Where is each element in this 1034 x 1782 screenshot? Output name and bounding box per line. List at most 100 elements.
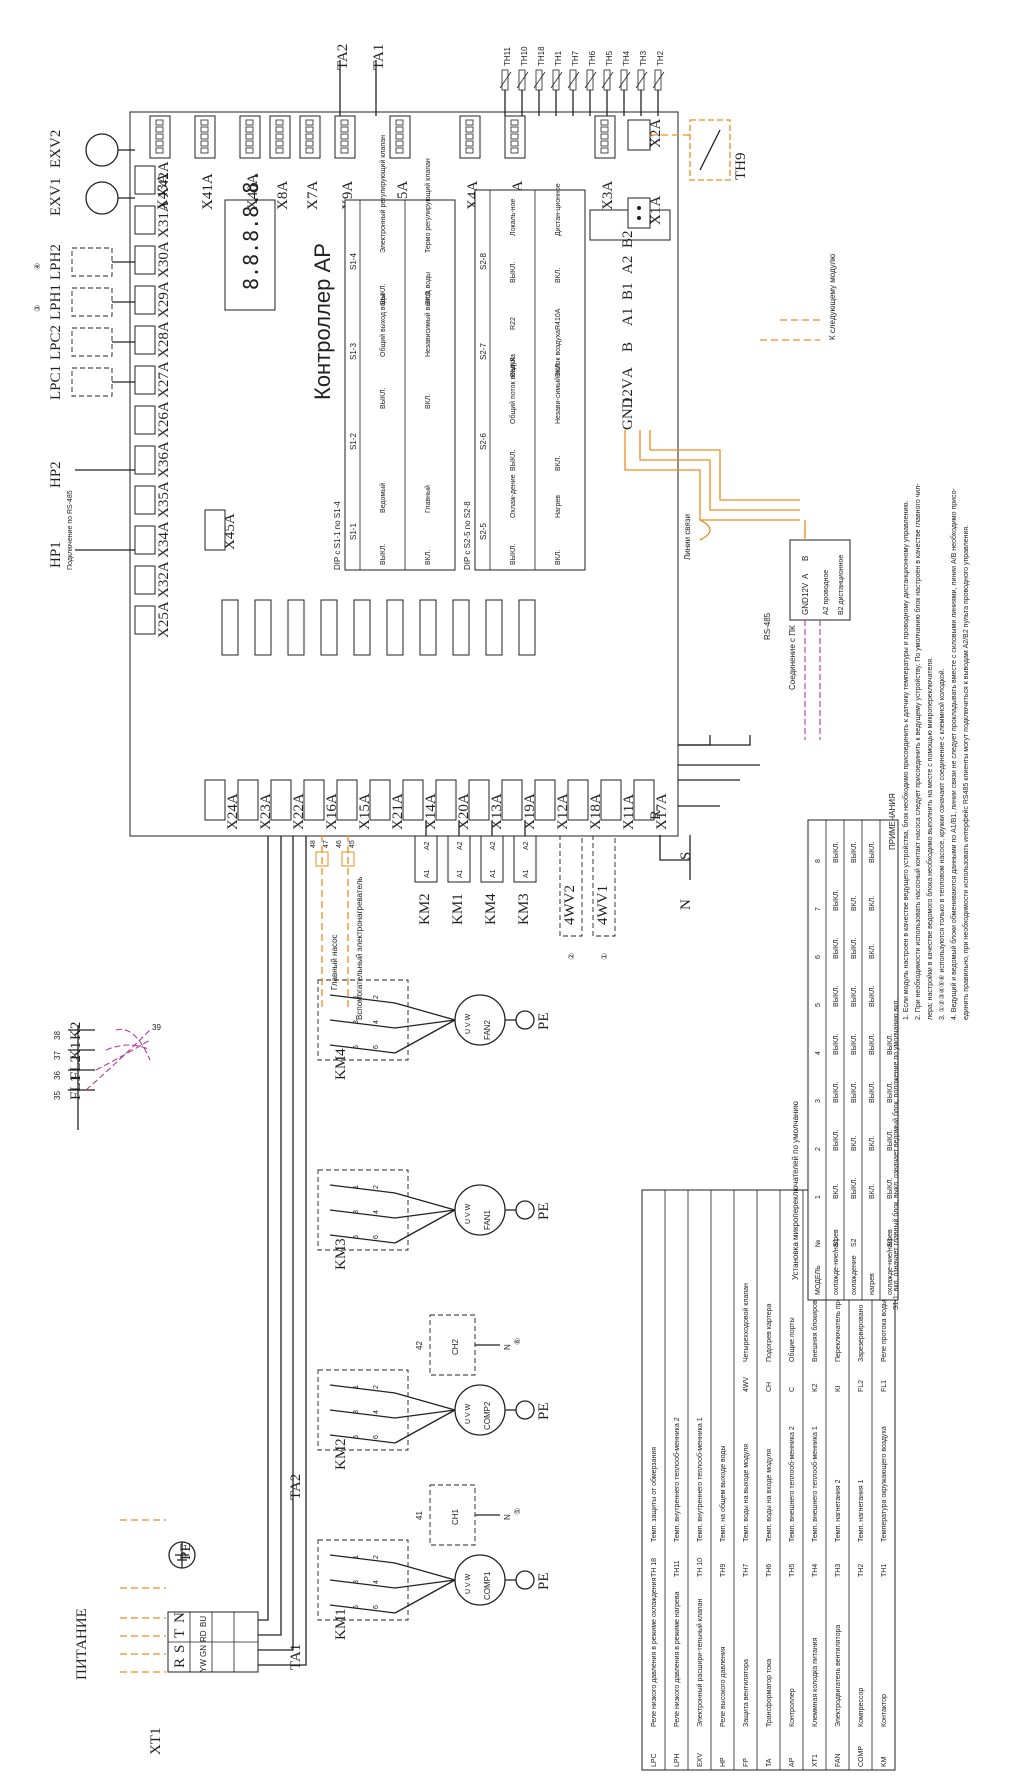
ch-label-ch1: CH1 <box>451 1508 460 1525</box>
dip-default-cell: ВКЛ. <box>869 944 876 959</box>
dip-default-title: Установка микропереключателей по умолчан… <box>791 1101 800 1280</box>
dip-default-cell: ВЫКЛ. <box>887 1129 894 1151</box>
contact-num: 5 <box>353 1605 360 1609</box>
dip1-cell: Главный <box>424 485 432 513</box>
comm-terminal-a1: A1 <box>620 308 636 326</box>
s-label: S <box>678 852 694 860</box>
connector-label-x32a: X32A <box>156 561 172 598</box>
motor-label-comp2: COMP2 <box>483 1401 492 1430</box>
legend-cell: Четырехходовой клапан <box>742 1283 750 1362</box>
power-wire-bu: BU <box>199 1616 208 1627</box>
connector-x42a <box>134 165 156 195</box>
dip2-cell: Дистан-ционное <box>555 183 562 236</box>
legend-cell: Темп. внешнего теплооб-менника 1 <box>811 1426 819 1542</box>
motor-label-fan2: FAN2 <box>483 1019 492 1040</box>
relay-slot <box>518 599 536 656</box>
dip2-cell: R22 <box>510 317 517 330</box>
pressure-switch-lph1 <box>71 287 113 317</box>
ch-num: 42 <box>415 1341 424 1350</box>
exv-icon <box>85 181 119 215</box>
connector-label-x8a: X8A <box>275 181 291 210</box>
relay-slot <box>320 599 338 656</box>
comm-terminal-a2: A2 <box>620 256 636 274</box>
dip-default-cell: охлажде-ние/нагрев <box>833 1229 840 1295</box>
dip-default-cell: S2 <box>851 1238 858 1247</box>
connector-label-x42a: X42A <box>156 161 172 198</box>
dip2-cell: ВЫКЛ. <box>510 449 517 471</box>
pressure-label-lpc1: LPC1 <box>48 365 64 400</box>
relay-label-km4: KM4 <box>483 893 499 925</box>
connector-label-x27a: X27A <box>156 361 172 398</box>
dip2-cell: ВКЛ. <box>555 550 562 565</box>
hp-label-hp2: HP2 <box>48 461 64 488</box>
dip-default-cell: ВЫКЛ. <box>887 1177 894 1199</box>
connector-label-x13a: X13A <box>489 793 505 830</box>
dip1-cell: Термо регулирующий клапан <box>424 158 432 253</box>
dip-default-cell: ВКЛ. <box>851 1136 858 1151</box>
legend-cell: FL1 <box>881 1380 888 1392</box>
dip1-cell: ВКЛ. <box>425 290 432 305</box>
dip2-header: S2-5 <box>479 523 488 540</box>
legend-cell: Зарезервировано <box>858 1305 865 1362</box>
legend-cell: TH7 <box>743 1564 750 1577</box>
x1a-label: X1A <box>648 196 664 225</box>
contactor-label-km1: KM1 <box>333 1608 349 1640</box>
contact-num: 1 <box>353 1385 360 1389</box>
dip1-cell: ВЫКЛ. <box>380 387 387 409</box>
legend-cell: Реле высокого давления <box>720 1646 727 1727</box>
relay-label-km1: KM1 <box>450 893 466 925</box>
dip-default-footnote: S1-1: вкл. означает главный блок, выкл. … <box>892 999 900 1310</box>
dip-default-cell: нагрев <box>869 1273 876 1295</box>
next-module-label: К следующему модулю <box>828 254 837 340</box>
connector-label-x22a: X22A <box>291 793 307 830</box>
connector-label-x7a: X7A <box>305 181 321 210</box>
dip-default-table: Установка микропереключателей по умолчан… <box>791 819 900 1310</box>
x2a-label: X2A <box>648 119 664 148</box>
connector-label-x34a: X34A <box>156 521 172 558</box>
contact-num: 4 <box>373 1020 380 1024</box>
relay-slot <box>386 599 404 656</box>
legend-cell: HP <box>720 1757 727 1767</box>
dip-default-header: 7 <box>815 907 822 911</box>
motor-uvw: U V W <box>465 1203 472 1224</box>
notes-title: ПРИМЕЧАНИЯ <box>888 793 897 850</box>
contact-num: 4 <box>373 1210 380 1214</box>
dip-default-cell: ВЫКЛ. <box>851 1081 858 1103</box>
four-way-valve-label-4wv1: 4WV1 <box>595 885 611 925</box>
ta1-label: TA1 <box>371 44 387 70</box>
power-label: ПИТАНИЕ <box>74 1608 90 1680</box>
flow-item-k2: K2 <box>68 1022 84 1040</box>
legend-cell: Внешняя блокировка <box>811 1293 819 1362</box>
motor-icon <box>454 1554 506 1606</box>
seven-seg-display <box>224 199 276 311</box>
legend-cell: TH2 <box>858 1564 865 1577</box>
legend-cell: LPC <box>651 1753 658 1767</box>
connector-label-x21a: X21A <box>390 793 406 830</box>
dip2-cell: ВЫКЛ. <box>510 355 517 377</box>
dip-default-cell: ВЫКЛ. <box>851 937 858 959</box>
power-terminal-n: N <box>172 1612 188 1623</box>
legend-cell: AP <box>789 1757 796 1767</box>
relay-pin: A1 <box>490 869 497 878</box>
ground-icon <box>515 1010 535 1030</box>
dip-table-2: DIP с S2-5 по S2-8 S2-5S2-6S2-7S2-8ВЫКЛ.… <box>463 183 586 571</box>
pressure-switch-lpc2 <box>71 327 113 357</box>
connector-label-x11a: X11A <box>621 794 637 830</box>
connector-label-x31a: X31A <box>156 201 172 238</box>
legend-cell: TH 18 <box>651 1558 658 1577</box>
connector-x7a <box>299 115 321 159</box>
dip-default-cell: ВЫКЛ. <box>833 937 840 959</box>
dip2-cell: ВЫКЛ. <box>510 543 517 565</box>
dip-default-cell: ВКЛ. <box>869 1184 876 1199</box>
power-wire-yw: YW <box>199 1659 208 1672</box>
connector-x19a <box>501 779 523 821</box>
exv-icon <box>85 133 119 167</box>
four-way-valve-mark: ① <box>600 953 609 960</box>
four-way-valve-label-4wv2: 4WV2 <box>562 885 578 925</box>
four-way-valve-4wv1 <box>592 835 616 937</box>
contact-num: 4 <box>373 1410 380 1414</box>
connector-label-x30a: X30A <box>156 241 172 278</box>
